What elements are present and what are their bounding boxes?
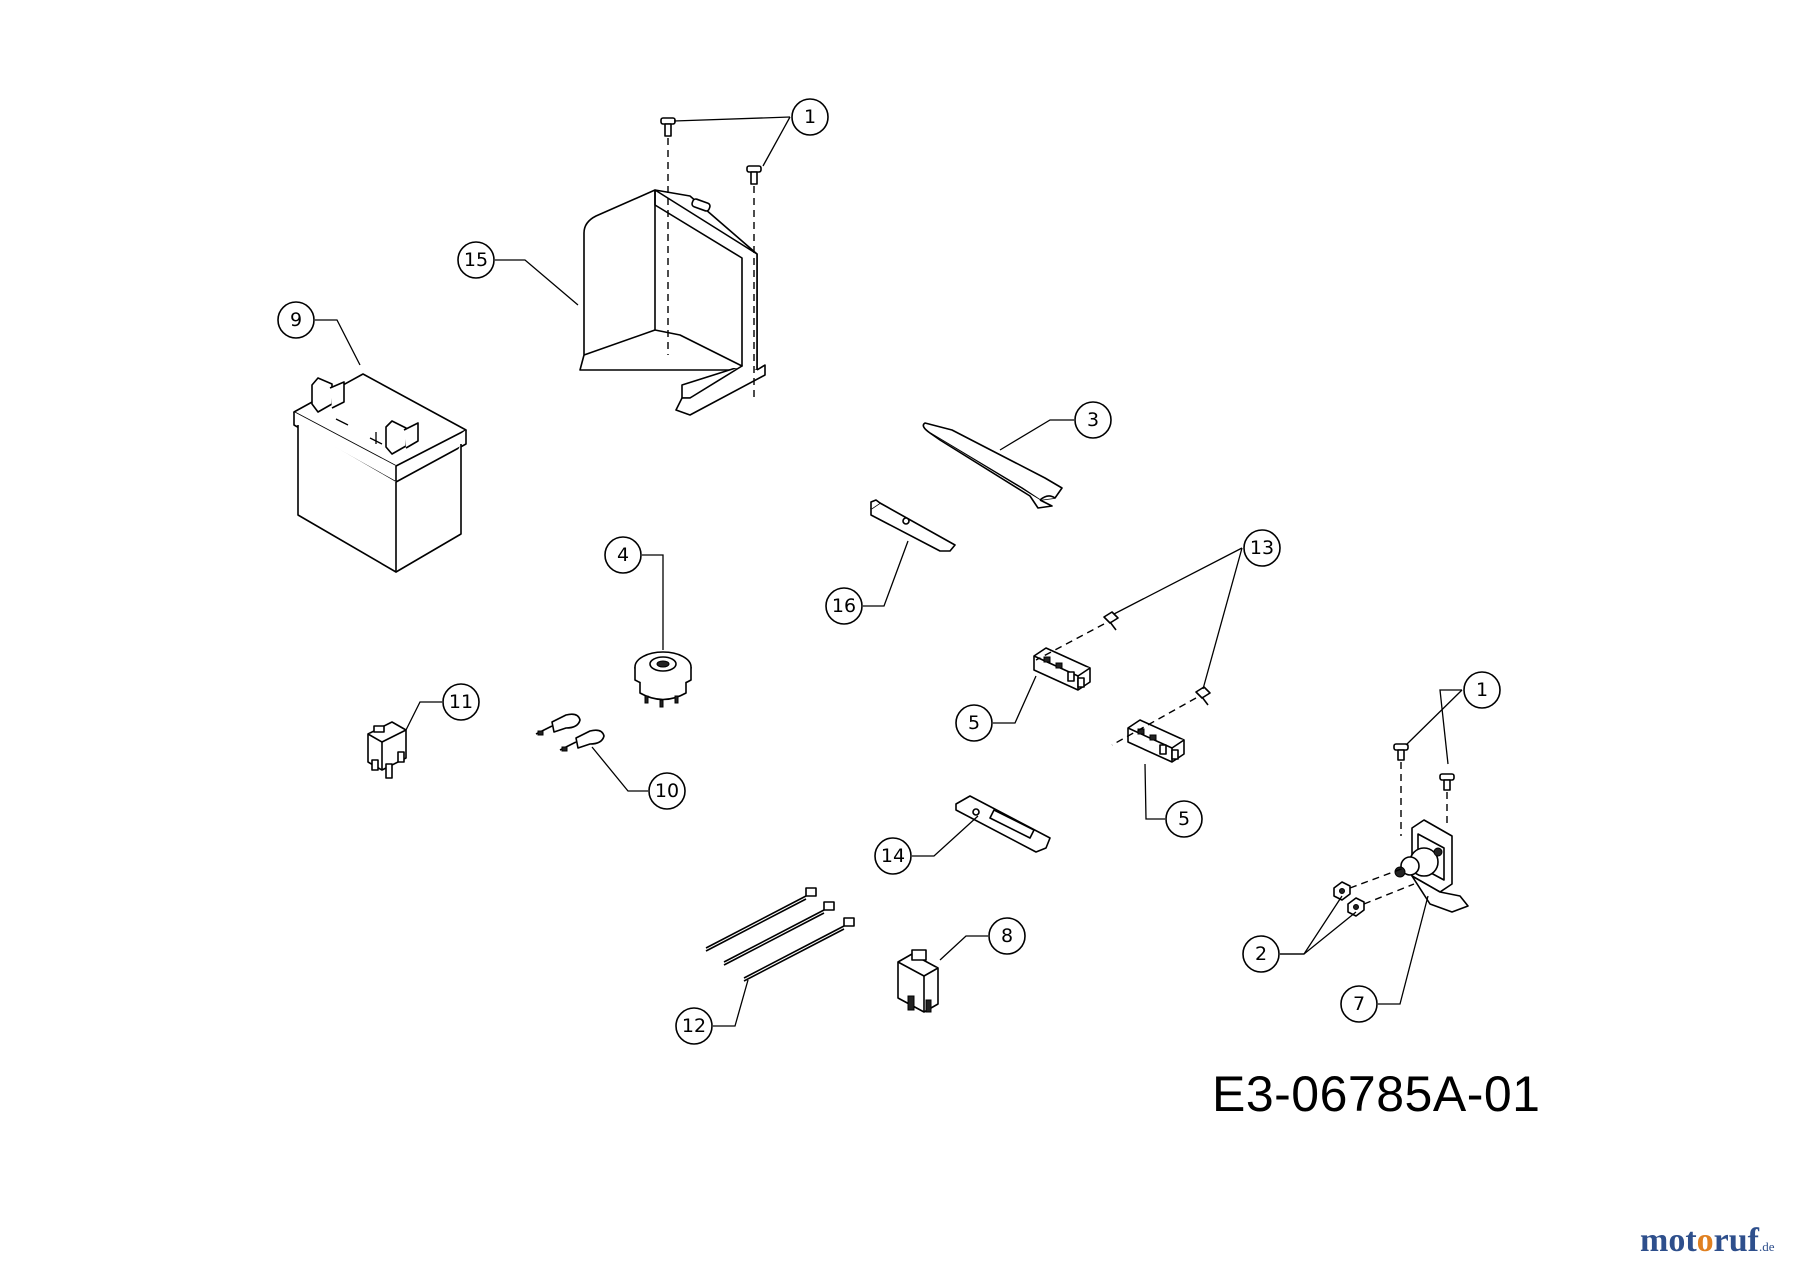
svg-text:4: 4	[617, 544, 629, 566]
ignition-switch	[634, 651, 692, 708]
site-watermark: motoruf.de	[1640, 1222, 1775, 1259]
battery-holder-bracket	[579, 189, 766, 416]
screw	[1195, 686, 1211, 706]
svg-text:13: 13	[1250, 537, 1274, 559]
svg-text:11: 11	[449, 691, 473, 713]
svg-text:1: 1	[804, 106, 816, 128]
battery	[293, 373, 467, 573]
nut	[1333, 881, 1351, 901]
svg-text:15: 15	[464, 249, 488, 271]
battery-strap	[922, 422, 1063, 509]
callout-13: 13	[1243, 529, 1281, 567]
svg-text:5: 5	[968, 712, 980, 734]
callout-10: 10	[648, 772, 686, 810]
callout-7: 7	[1340, 985, 1378, 1023]
svg-text:8: 8	[1001, 925, 1013, 947]
screw	[746, 165, 762, 185]
svg-text:9: 9	[290, 309, 302, 331]
wire-clip	[955, 795, 1051, 853]
callout-4: 4	[604, 536, 642, 574]
svg-text:14: 14	[881, 845, 905, 867]
callout-5-lower: 5	[1165, 800, 1203, 838]
ignition-keys	[535, 713, 605, 752]
svg-text:12: 12	[682, 1015, 706, 1037]
callout-1-top: 1	[791, 98, 829, 136]
callout-14: 14	[874, 837, 912, 875]
svg-text:16: 16	[832, 595, 856, 617]
callout-1-right: 1	[1463, 671, 1501, 709]
callout-5-upper: 5	[955, 704, 993, 742]
callout-11: 11	[442, 683, 480, 721]
svg-text:10: 10	[655, 780, 679, 802]
svg-text:7: 7	[1353, 993, 1365, 1015]
hold-down-plate	[870, 499, 956, 552]
drawing-code: E3-06785A-01	[1212, 1066, 1541, 1122]
plunger-switch	[897, 949, 939, 1013]
svg-text:3: 3	[1087, 409, 1099, 431]
screw	[1439, 773, 1455, 791]
relay-switch	[367, 721, 407, 779]
screw	[660, 117, 676, 137]
svg-text:1: 1	[1476, 679, 1488, 701]
callout-3: 3	[1074, 401, 1112, 439]
callout-12: 12	[675, 1007, 713, 1045]
callout-2: 2	[1242, 935, 1280, 973]
screw	[1103, 611, 1119, 631]
callout-16: 16	[825, 587, 863, 625]
leader-lines	[315, 116, 1463, 1027]
connector-upper	[1033, 647, 1091, 691]
connector-lower	[1127, 719, 1185, 763]
starter-solenoid	[1394, 819, 1469, 913]
svg-text:2: 2	[1255, 943, 1267, 965]
cable-ties	[705, 887, 855, 982]
screw	[1393, 743, 1409, 761]
nut	[1347, 897, 1365, 917]
callout-8: 8	[988, 917, 1026, 955]
callout-15: 15	[457, 241, 495, 279]
callout-9: 9	[277, 301, 315, 339]
svg-text:5: 5	[1178, 808, 1190, 830]
